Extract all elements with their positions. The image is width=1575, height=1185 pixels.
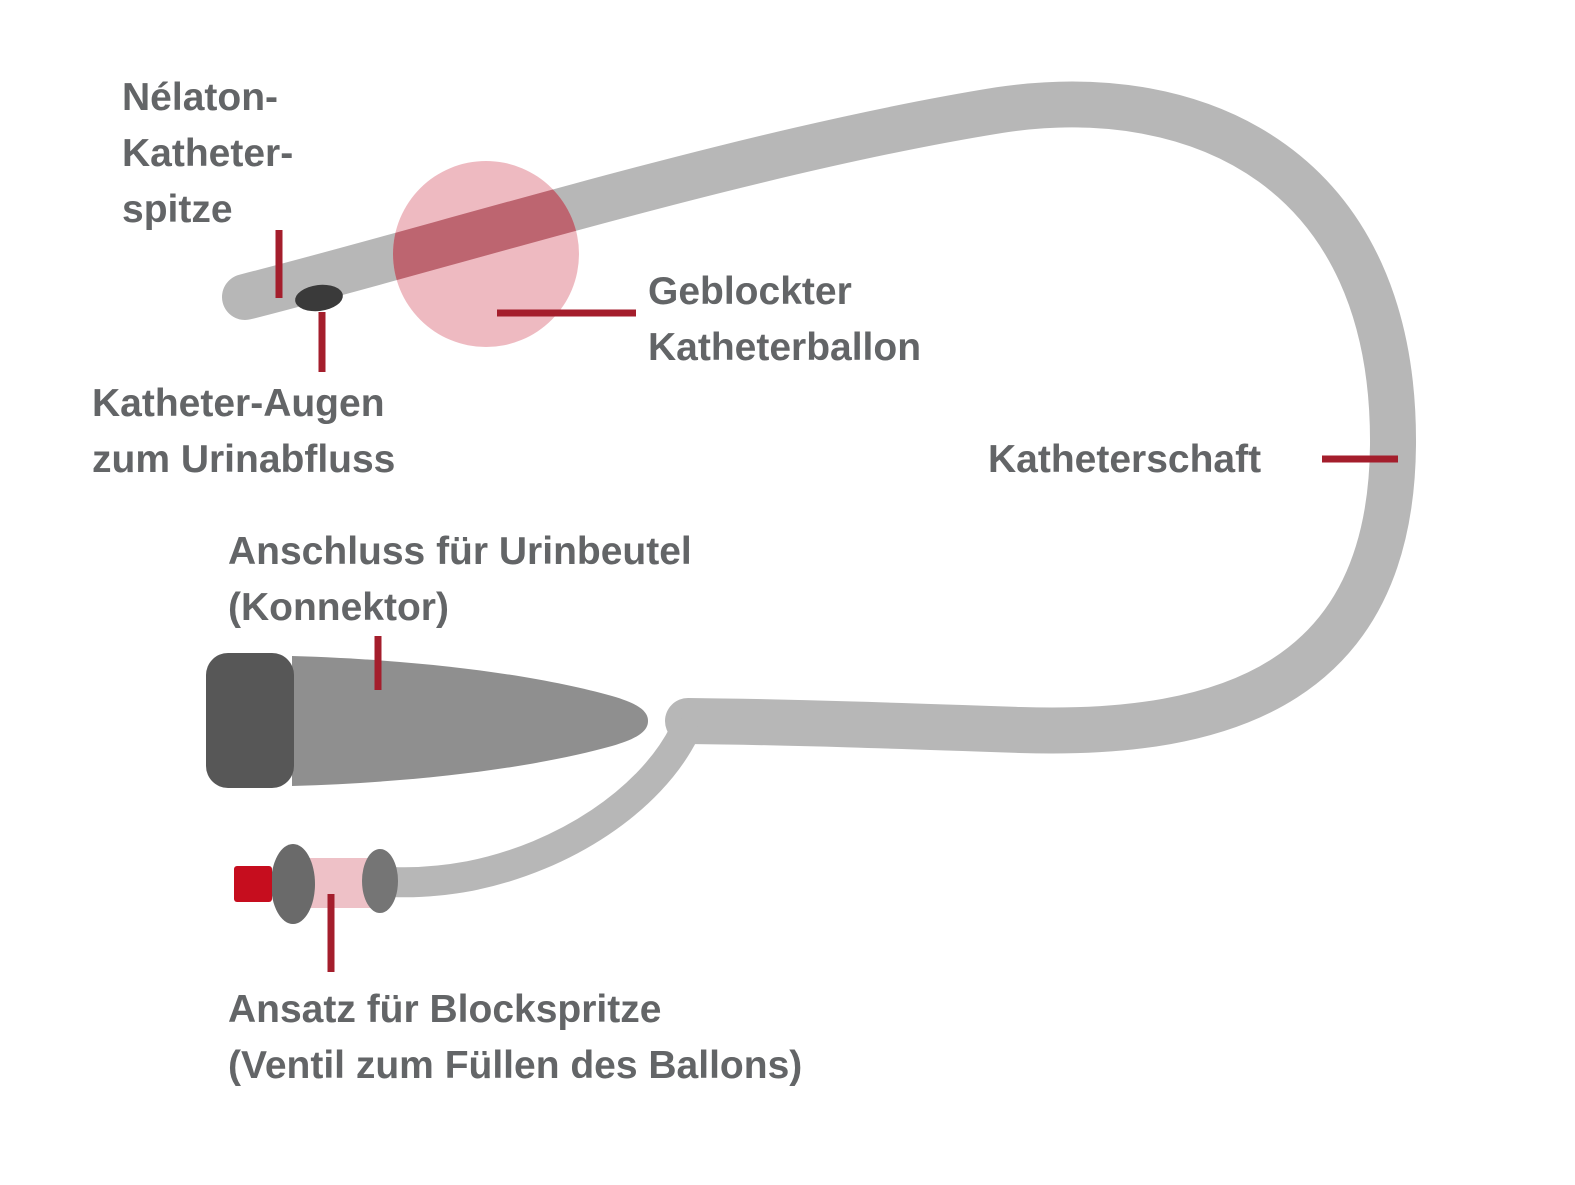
label-line: spitze (122, 188, 233, 231)
connector-cap (206, 653, 294, 788)
label-urine-bag-connector: Anschluss für Urinbeutel (Konnektor) (228, 524, 692, 636)
balloon-channel-tube (377, 718, 699, 898)
label-line: (Ventil zum Füllen des Ballons) (228, 1044, 803, 1087)
label-nelaton-tip: Nélaton- Katheter- spitze (122, 70, 293, 238)
valve-collar-small (362, 849, 398, 913)
label-line: Katheterschaft (988, 438, 1262, 481)
label-catheter-eyes: Katheter-Augen zum Urinabfluss (92, 376, 395, 488)
valve-collar-large (271, 844, 315, 924)
label-balloon-valve: Ansatz für Blockspritze (Ventil zum Füll… (228, 982, 802, 1094)
label-line: Nélaton- (122, 76, 278, 119)
connector-funnel (292, 656, 648, 786)
valve-red-port (234, 866, 272, 902)
label-line: Katheterballon (648, 326, 922, 369)
label-catheter-shaft: Katheterschaft (988, 432, 1261, 488)
label-blocked-balloon: Geblockter Katheterballon (648, 264, 921, 376)
label-line: Katheter-Augen (92, 382, 385, 425)
label-line: Anschluss für Urinbeutel (228, 530, 692, 573)
label-line: (Konnektor) (228, 586, 449, 629)
label-line: Katheter- (122, 132, 294, 175)
label-line: Geblockter (648, 270, 852, 313)
label-line: Ansatz für Blockspritze (228, 988, 662, 1031)
label-line: zum Urinabfluss (92, 438, 396, 481)
catheter-shaft-tube (222, 81, 1417, 754)
catheter-eye (295, 284, 343, 312)
